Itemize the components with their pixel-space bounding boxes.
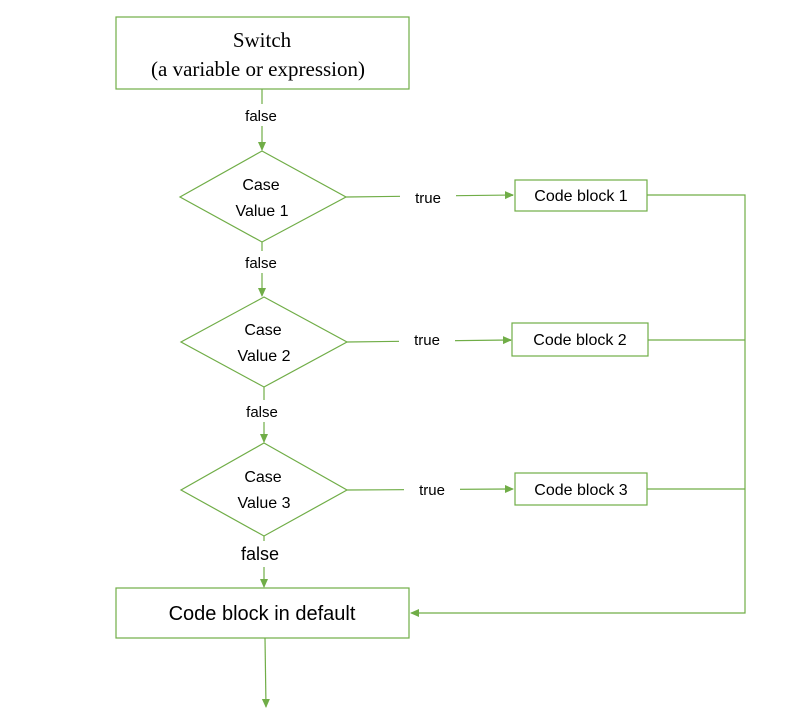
switch-node: Switch (a variable or expression) <box>115 16 410 90</box>
code-block-2-label: Code block 2 <box>533 332 626 349</box>
case-2-label-line2: Value 2 <box>237 348 290 365</box>
switch-subtitle: (a variable or expression) <box>151 57 365 81</box>
case-2-node: Case Value 2 <box>179 296 349 388</box>
code-block-2-node: Code block 2 <box>511 322 649 357</box>
code-block-1-label: Code block 1 <box>534 188 627 205</box>
case-1-label-line2: Value 1 <box>235 203 288 220</box>
default-node: Code block in default <box>115 587 410 639</box>
edge-label-false-4: false <box>241 544 279 564</box>
case-1-diamond <box>178 150 348 243</box>
case-2-label-line1: Case <box>244 322 281 339</box>
code-block-3-node: Code block 3 <box>514 472 648 506</box>
default-box <box>115 587 410 639</box>
case-3-label-line1: Case <box>244 469 281 486</box>
case-3-diamond <box>179 442 349 537</box>
edge-label-true-2: true <box>414 332 440 349</box>
edge-label-false-1: false <box>245 108 277 125</box>
case-1-node: Case Value 1 <box>178 150 348 243</box>
case-3-label-line2: Value 3 <box>237 495 290 512</box>
case-3-node: Case Value 3 <box>179 442 349 537</box>
code-block-1-node: Code block 1 <box>514 179 648 212</box>
code-block-3-label: Code block 3 <box>534 482 627 499</box>
case-2-diamond <box>179 296 349 388</box>
edge-blocks-merge <box>410 194 746 617</box>
edge-label-false-2: false <box>245 255 277 272</box>
case-1-label-line1: Case <box>242 177 279 194</box>
default-label: Code block in default <box>169 603 356 625</box>
switch-title: Switch <box>233 28 292 52</box>
edge-label-false-3: false <box>246 404 278 421</box>
edge-default-exit <box>261 637 270 708</box>
edge-label-true-1: true <box>415 190 441 207</box>
switch-box <box>115 16 410 90</box>
code-block-1-box <box>514 179 648 212</box>
edge-label-true-3: true <box>419 482 445 499</box>
